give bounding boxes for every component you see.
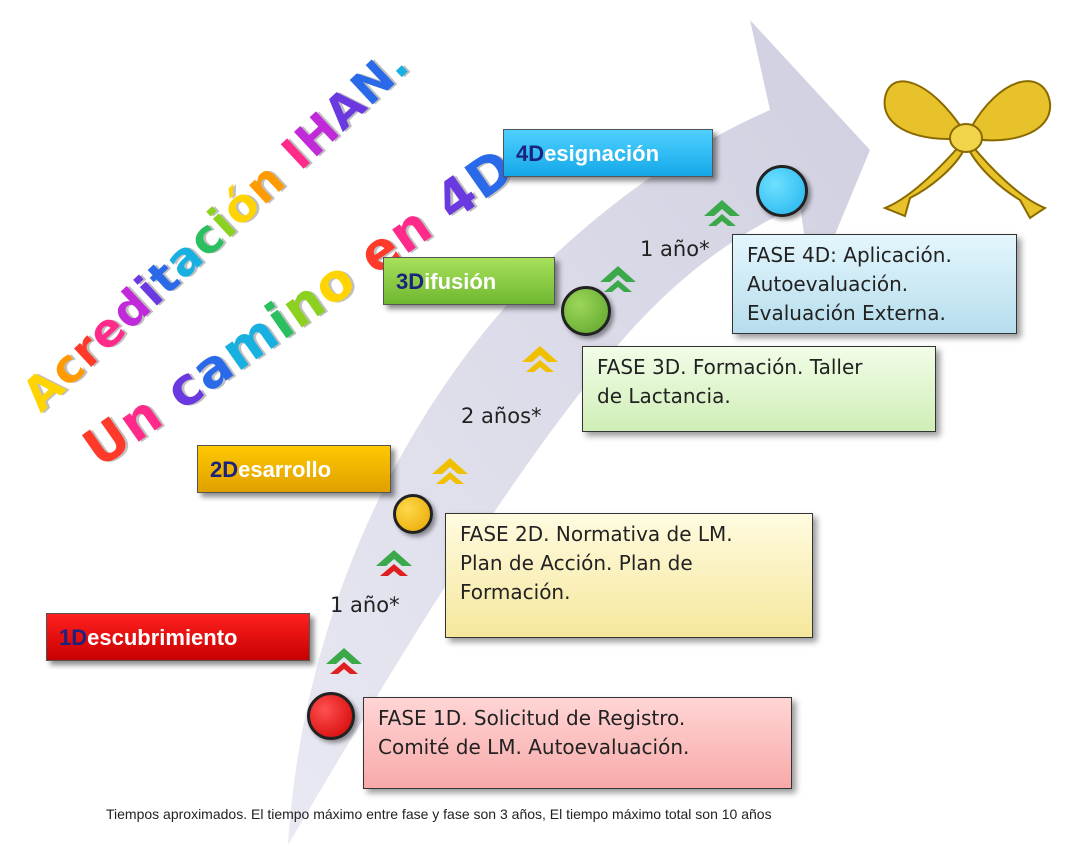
box-line: de Lactancia. [597,384,731,408]
bow-icon [882,80,1052,220]
time-label-2: 2 años* [461,404,542,428]
phase-label-1: 1Descubrimiento [46,613,310,661]
phase-name: esarrollo [238,457,332,482]
phase-num: 4D [516,141,545,166]
chevron-icon [326,648,362,674]
box-line: Autoevaluación. [747,272,909,296]
phase-dot-4 [756,165,808,217]
chevron-icon [432,458,468,484]
box-line: FASE 3D. Formación. Taller [597,355,863,379]
phase-box-1: FASE 1D. Solicitud de Registro. Comité d… [363,697,792,789]
box-line: Plan de Acción. Plan de [460,551,693,575]
time-label-3: 1 año* [640,237,710,261]
phase-box-3: FASE 3D. Formación. Taller de Lactancia. [582,346,936,432]
phase-box-2: FASE 2D. Normativa de LM. Plan de Acción… [445,513,813,638]
phase-label-2: 2Desarrollo [197,445,391,493]
footer-note: Tiempos aproximados. El tiempo máximo en… [106,806,772,822]
box-line: Formación. [460,580,571,604]
box-line: Comité de LM. Autoevaluación. [378,735,690,759]
phase-num: 3D [396,269,425,294]
chevron-icon [522,346,558,372]
phase-label-3: 3Difusión [383,257,555,305]
phase-num: 2D [210,457,239,482]
box-line: Evaluación Externa. [747,301,946,325]
chevron-icon [376,550,412,576]
phase-dot-3 [561,286,611,336]
chevron-icon [600,266,636,292]
box-line: FASE 2D. Normativa de LM. [460,522,733,546]
phase-label-4: 4Designación [503,129,713,177]
time-label-1: 1 año* [330,593,400,617]
phase-name: ifusión [424,269,497,294]
phase-name: esignación [544,141,660,166]
phase-box-4: FASE 4D: Aplicación. Autoevaluación. Eva… [732,234,1017,334]
phase-dot-2 [393,494,433,534]
chevron-icon [704,200,740,226]
box-line: FASE 1D. Solicitud de Registro. [378,706,686,730]
phase-num: 1D [59,625,88,650]
phase-dot-1 [307,692,355,740]
phase-name: escubrimiento [87,625,238,650]
box-line: FASE 4D: Aplicación. [747,243,952,267]
